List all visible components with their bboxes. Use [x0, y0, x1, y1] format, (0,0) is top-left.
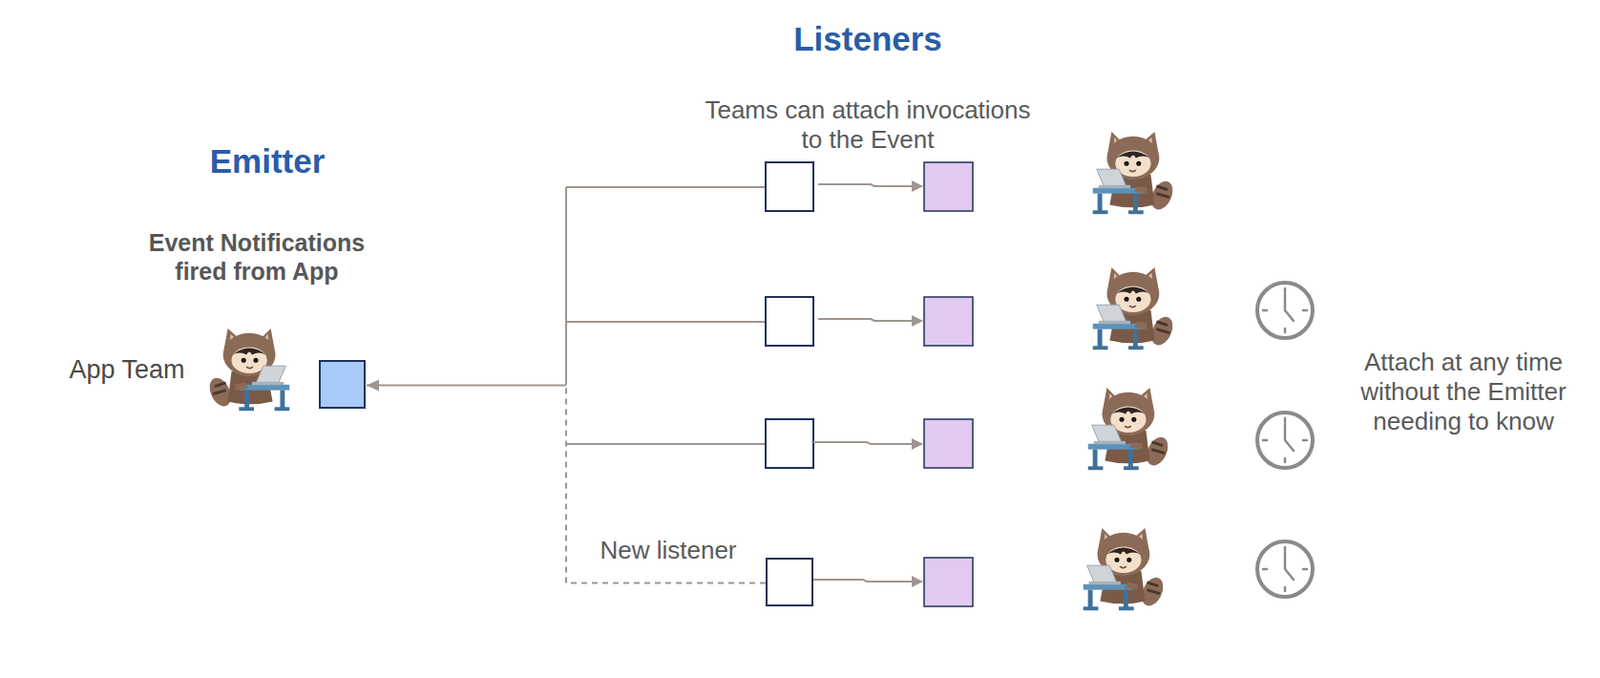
emitter-caption: Event Notifications fired from App: [131, 229, 382, 286]
clock-icons: [1257, 282, 1313, 597]
listener-box: [765, 296, 814, 346]
clock-icon: [1257, 412, 1313, 468]
branch-line: [566, 442, 766, 445]
listener-box: New listener: [765, 557, 814, 607]
connector-segment: [566, 385, 766, 584]
invocation-box: [924, 419, 973, 468]
invocation-arrow: [818, 318, 923, 321]
listener-label: New listener: [599, 535, 737, 566]
mascot: [1093, 131, 1178, 214]
clock-icon: [1257, 541, 1313, 597]
team-label: App Team: [68, 355, 185, 386]
mascot: [1093, 267, 1178, 350]
connector-segment: [366, 384, 567, 387]
invocation-box: [924, 296, 973, 346]
section-heading: Listeners: [793, 19, 943, 59]
note-text: Attach at any time without the Emitter n…: [1344, 347, 1583, 437]
invocation-box: [924, 557, 973, 607]
mascot: [205, 328, 290, 411]
invocation-arrow: [809, 579, 923, 582]
invocation-arrow: [818, 184, 923, 187]
emitter-box: EmitterEvent Notifications fired from Ap…: [318, 359, 366, 409]
branch-line: [566, 186, 766, 189]
mascot: [1088, 387, 1173, 470]
listener-box: [765, 419, 814, 468]
connector: [366, 385, 766, 584]
invocation-boxes: [924, 162, 973, 607]
branch-lines: [566, 187, 766, 444]
invocation-arrows: [809, 184, 923, 582]
mascot: [1083, 527, 1168, 611]
clock-icon: [1257, 282, 1313, 338]
invocation-box: [924, 162, 973, 211]
listener-boxes: [765, 162, 814, 468]
note-text: Teams can attach invocations to the Even…: [694, 95, 1043, 154]
trunk-line: [565, 187, 568, 385]
listener-box: [765, 162, 814, 211]
branch-line: [566, 320, 766, 323]
section-heading: Emitter: [210, 141, 326, 181]
invocation-arrow: [813, 442, 923, 444]
